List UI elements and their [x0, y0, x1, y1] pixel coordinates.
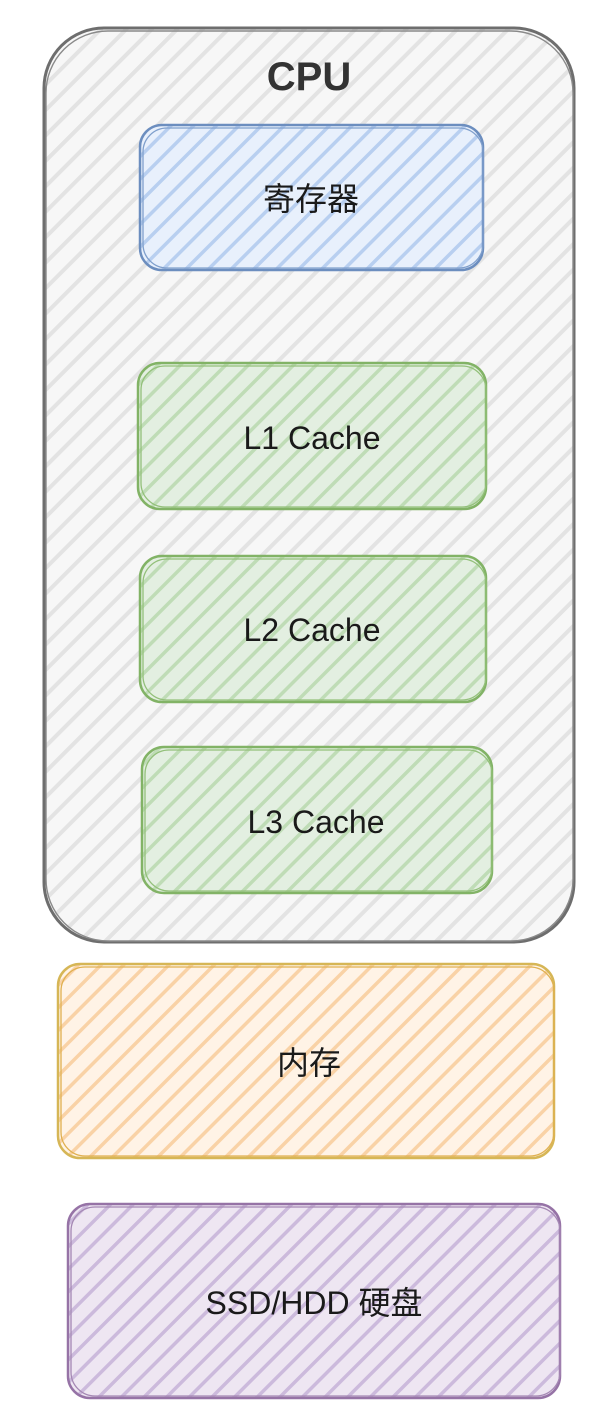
l1-cache-label: L1 Cache [244, 420, 381, 456]
registers-block: 寄存器 [138, 123, 485, 272]
memory-box-sketch-line [60, 966, 555, 1157]
disk-label: SSD/HDD 硬盘 [206, 1285, 423, 1321]
registers-box-sketch-line [142, 127, 484, 269]
l1-cache-block: L1 Cache [136, 361, 488, 511]
disk-block: SSD/HDD 硬盘 [66, 1202, 562, 1400]
l3-cache-label: L3 Cache [248, 804, 385, 840]
l3-cache-block: L3 Cache [140, 745, 494, 895]
l2-cache-box-sketch-line [142, 558, 487, 701]
l2-cache-block: L2 Cache [138, 554, 488, 704]
registers-label: 寄存器 [263, 181, 359, 217]
memory-label: 内存 [277, 1045, 341, 1081]
cpu-box-sketch-line [45, 30, 574, 942]
cpu-title: CPU [267, 55, 351, 99]
disk-box-sketch-line [70, 1206, 561, 1397]
l1-cache-box-sketch-line [140, 365, 487, 508]
l3-cache-box-sketch-line [144, 749, 493, 892]
memory-block: 内存 [56, 962, 556, 1160]
l2-cache-label: L2 Cache [244, 612, 381, 648]
